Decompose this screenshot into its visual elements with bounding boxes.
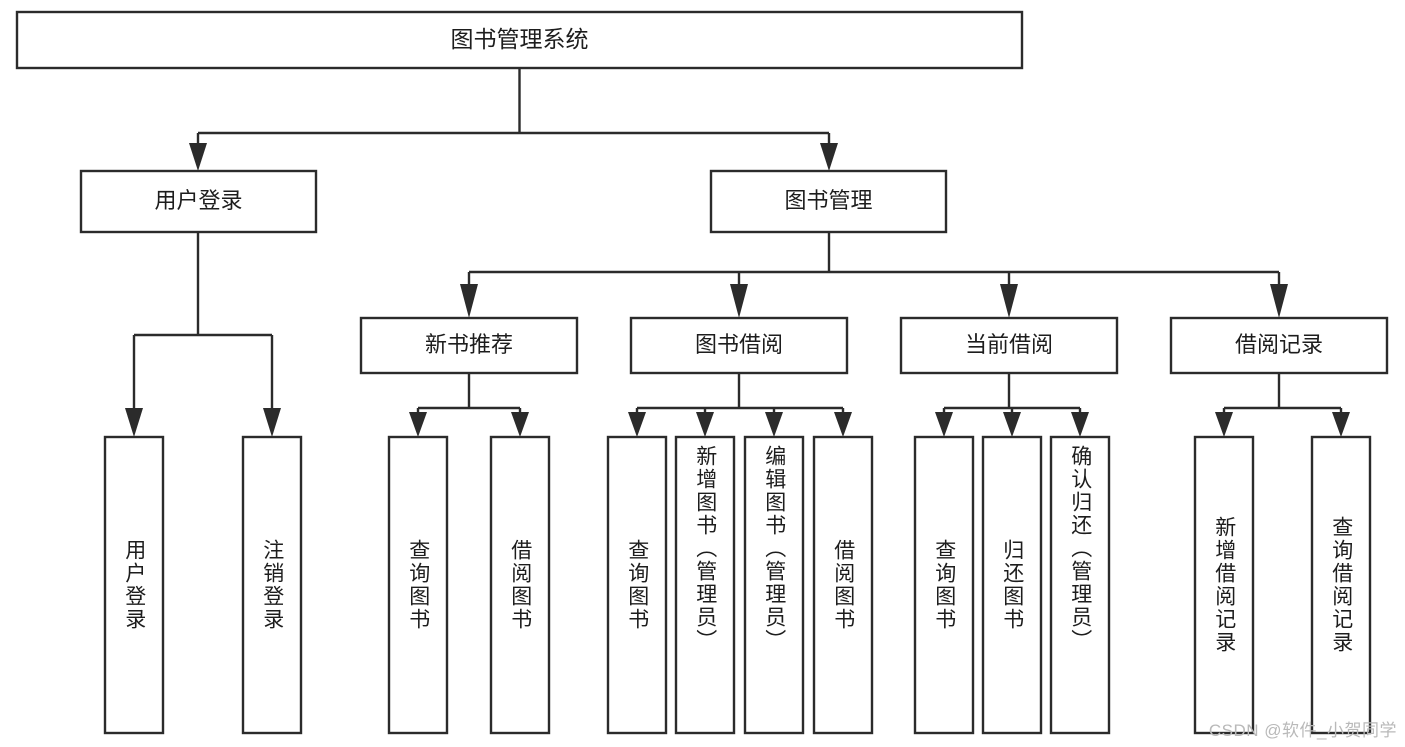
node-leaf-logout-box[interactable]: [241, 435, 303, 735]
arrow-head-leaf-query-book-a: [409, 412, 427, 437]
arrow-head-leaf-edit-book: [765, 412, 783, 437]
node-leaf-query-book-a-box[interactable]: [387, 435, 449, 735]
node-leaf-query-record-box[interactable]: [1310, 435, 1372, 735]
arrow-head-book-borrow: [730, 284, 748, 318]
arrow-head-leaf-confirm-return: [1071, 412, 1089, 437]
node-current-borrow-box[interactable]: [899, 316, 1119, 375]
node-new-book-rec[interactable]: 新书推荐: [359, 316, 579, 375]
arrow-head-leaf-add-record: [1215, 412, 1233, 437]
node-leaf-user-login-box[interactable]: [103, 435, 165, 735]
connector-group-book-manage: [460, 232, 1288, 318]
arrow-head-leaf-return-book: [1003, 412, 1021, 437]
arrow-head-leaf-borrow-book-a: [511, 412, 529, 437]
connector-group-borrow-record: [1215, 373, 1350, 437]
node-leaf-query-book-b-box[interactable]: [606, 435, 668, 735]
node-root-box[interactable]: [15, 10, 1024, 70]
node-book-borrow-label: 图书借阅: [695, 332, 783, 357]
node-leaf-add-book-box[interactable]: [674, 435, 736, 735]
arrow-head-current-borrow: [1000, 284, 1018, 318]
node-root-label: 图书管理系统: [451, 26, 589, 52]
node-leaf-query-book-c-box[interactable]: [913, 435, 975, 735]
node-book-borrow[interactable]: 图书借阅: [629, 316, 849, 375]
arrow-head-leaf-logout: [263, 408, 281, 437]
arrow-head-leaf-user-login: [125, 408, 143, 437]
node-leaf-return-book-box[interactable]: [981, 435, 1043, 735]
arrow-head-book-manage: [820, 143, 838, 171]
node-borrow-record-label: 借阅记录: [1235, 332, 1323, 357]
node-borrow-record[interactable]: 借阅记录: [1169, 316, 1389, 375]
arrow-head-leaf-add-book: [696, 412, 714, 437]
node-new-book-rec-label: 新书推荐: [425, 332, 513, 357]
arrow-head-leaf-query-book-b: [628, 412, 646, 437]
arrow-head-leaf-borrow-book-b: [834, 412, 852, 437]
node-new-book-rec-box[interactable]: [359, 316, 579, 375]
node-user-login[interactable]: 用户登录: [79, 169, 318, 234]
node-leaf-borrow-book-a-box[interactable]: [489, 435, 551, 735]
node-book-manage[interactable]: 图书管理: [709, 169, 948, 234]
node-book-borrow-box[interactable]: [629, 316, 849, 375]
node-leaf-borrow-book-b-box[interactable]: [812, 435, 874, 735]
node-current-borrow[interactable]: 当前借阅: [899, 316, 1119, 375]
node-root[interactable]: 图书管理系统: [15, 10, 1024, 70]
connector-group-user-login: [125, 232, 281, 437]
connector-group-current-borrow: [935, 373, 1089, 437]
node-borrow-record-box[interactable]: [1169, 316, 1389, 375]
arrow-head-leaf-query-record: [1332, 412, 1350, 437]
connector-group-book-borrow: [628, 373, 852, 437]
node-book-manage-box[interactable]: [709, 169, 948, 234]
node-book-manage-label: 图书管理: [784, 188, 872, 213]
node-current-borrow-label: 当前借阅: [965, 332, 1053, 357]
node-leaf-confirm-return-box[interactable]: [1049, 435, 1111, 735]
node-user-login-box[interactable]: [79, 169, 318, 234]
arrow-head-leaf-query-book-c: [935, 412, 953, 437]
node-leaf-edit-book-box[interactable]: [743, 435, 805, 735]
connector-group-root: [189, 68, 838, 171]
connector-group-new-book-rec: [409, 373, 529, 437]
node-user-login-label: 用户登录: [154, 188, 242, 213]
node-leaf-add-record-box[interactable]: [1193, 435, 1255, 735]
arrow-head-new-book-rec: [460, 284, 478, 318]
arrow-head-borrow-record: [1270, 284, 1288, 318]
arrow-head-user-login: [189, 143, 207, 171]
